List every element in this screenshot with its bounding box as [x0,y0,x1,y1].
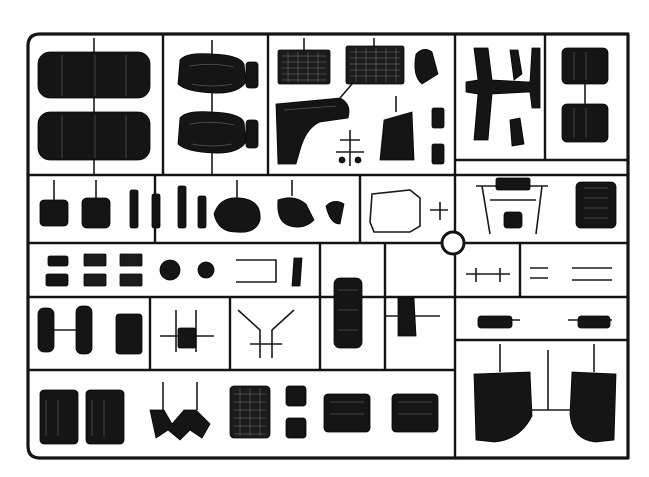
steering-assembly [476,177,617,235]
chassis-crossmembers [465,47,609,147]
outer-runner-frame [26,32,630,460]
fender-parts [275,83,415,165]
row-two-parts [39,180,448,233]
grille-panels [277,38,405,85]
row-four-parts [37,305,612,358]
row-three-parts [45,253,612,349]
internal-runners [28,34,628,458]
runner-ring-hub [440,230,466,256]
fuel-tanks [37,38,151,175]
bottom-row-parts [39,382,439,445]
seats [177,40,259,175]
mudflaps [473,344,617,443]
small-brackets-top [336,49,445,166]
